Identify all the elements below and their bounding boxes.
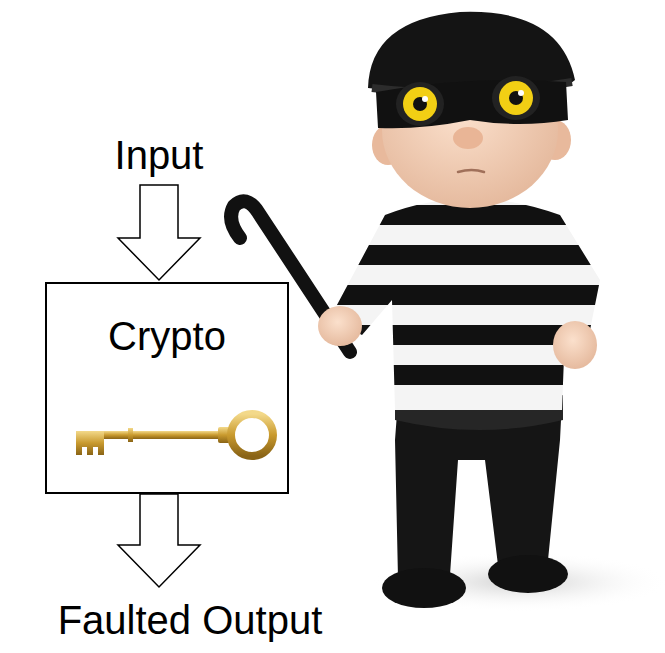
output-arrow — [118, 494, 200, 587]
mouth — [458, 170, 484, 172]
flow-label: Input — [115, 133, 204, 177]
pupil — [413, 97, 427, 111]
key-shaft — [100, 431, 232, 439]
hand — [553, 321, 597, 369]
striped-shirt — [320, 180, 620, 420]
hand — [318, 306, 362, 346]
stripe — [320, 285, 620, 305]
box-title: Crypto — [47, 314, 287, 358]
shoe — [488, 555, 568, 593]
process-box: Crypto — [45, 282, 289, 494]
shoe — [382, 568, 466, 608]
burglar-illustration — [231, 12, 665, 612]
input-arrow — [118, 185, 200, 280]
eye-socket — [492, 76, 540, 120]
stripe — [320, 245, 620, 265]
key-bow — [231, 414, 273, 456]
key-collar — [128, 428, 133, 442]
flow-label: Faulted Output — [58, 598, 323, 642]
beret — [368, 12, 575, 93]
key-icon — [76, 414, 273, 456]
eye-socket — [396, 82, 444, 126]
eye-highlight — [518, 90, 524, 96]
eye-highlight — [422, 96, 428, 102]
mask — [376, 80, 568, 128]
nose — [453, 127, 483, 149]
eye — [403, 87, 437, 121]
pupil — [509, 91, 523, 105]
eye — [499, 81, 533, 115]
shirt-base — [320, 180, 620, 420]
key-bit — [76, 431, 104, 455]
